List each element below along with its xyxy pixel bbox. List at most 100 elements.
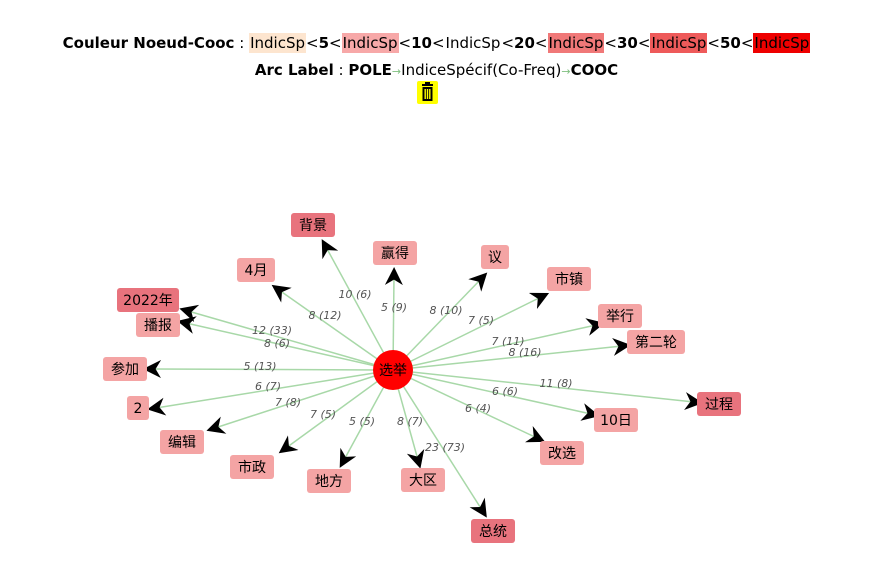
node-label: 参加 — [111, 361, 139, 378]
edge-beijing — [321, 239, 394, 371]
node-shizheng[interactable]: 市政 — [230, 455, 274, 479]
node-juxing[interactable]: 举行 — [598, 304, 642, 328]
edge-label-juxing: 7 (11) — [491, 335, 524, 348]
node-two[interactable]: 2 — [127, 396, 149, 420]
node-box — [291, 213, 335, 237]
legend-threshold: 30 — [617, 34, 638, 52]
edge-label-two: 6 (7) — [255, 380, 281, 393]
node-color-legend: Couleur Noeud-Cooc : IndicSp<5<IndicSp<1… — [0, 33, 873, 53]
center-node[interactable]: 选举 — [373, 350, 413, 390]
edge-label-y2022: 12 (33) — [252, 324, 292, 337]
node-box — [598, 304, 642, 328]
node-y2022[interactable]: 2022年 — [117, 288, 179, 312]
edge-label-gaixuan: 6 (4) — [465, 402, 491, 415]
legend-operator: < — [604, 34, 617, 52]
legend-operator: < — [306, 34, 319, 52]
edge-label-yingde: 5 (9) — [381, 301, 407, 314]
arc-label-title: Arc Label — [254, 61, 334, 79]
node-beijing[interactable]: 背景 — [291, 213, 335, 237]
node-yi[interactable]: 议 — [481, 245, 509, 269]
node-box — [136, 313, 180, 337]
node-dierlun[interactable]: 第二轮 — [627, 330, 685, 354]
legend-swatch: IndicSp — [650, 33, 708, 53]
node-label: 市政 — [238, 459, 266, 476]
edge-gaixuan — [392, 369, 546, 443]
legend-separator: : — [239, 34, 245, 52]
node-gaixuan[interactable]: 改选 — [540, 441, 584, 465]
node-shiri[interactable]: 10日 — [594, 408, 638, 432]
node-box — [230, 455, 274, 479]
legend-operator: < — [329, 34, 342, 52]
arc-label-arrow-2: → — [561, 65, 571, 78]
edge-guocheng — [392, 369, 703, 410]
node-bianji[interactable]: 编辑 — [160, 430, 204, 454]
legend-swatch: IndicSp — [444, 33, 502, 53]
legend-threshold: 10 — [411, 34, 432, 52]
node-box — [540, 441, 584, 465]
node-difang[interactable]: 地方 — [307, 469, 351, 493]
legend-operator: < — [534, 34, 548, 52]
edge-bianji — [206, 369, 394, 434]
edge-label-daqu: 8 (7) — [397, 415, 423, 428]
node-guocheng[interactable]: 过程 — [697, 392, 741, 416]
node-box — [103, 357, 147, 381]
node-daqu[interactable]: 大区 — [401, 468, 445, 492]
edge-label-difang: 5 (5) — [349, 415, 375, 428]
node-label: 第二轮 — [635, 334, 677, 351]
edge-shiri — [392, 369, 600, 421]
node-box — [237, 258, 275, 282]
arc-label-middle: IndiceSpécif(Co-Freq) — [401, 61, 562, 79]
edge-juxing — [392, 318, 605, 371]
legend-operator: < — [637, 34, 651, 52]
node-box — [373, 241, 417, 265]
edge-label-beijing: 10 (6) — [338, 288, 371, 301]
node-label: 2022年 — [123, 293, 173, 309]
legend-operator: < — [707, 34, 720, 52]
edge-shizhen — [392, 292, 550, 371]
trash-icon[interactable] — [417, 81, 438, 104]
legend-swatch: IndicSp — [753, 33, 811, 53]
arc-label-separator: : — [338, 61, 344, 79]
node-siyue[interactable]: 4月 — [237, 258, 275, 282]
legend-swatch: IndicSp — [341, 33, 399, 53]
node-label: 赢得 — [381, 245, 409, 262]
node-bobao[interactable]: 播报 — [136, 313, 180, 337]
node-canjia[interactable]: 参加 — [103, 357, 147, 381]
node-label: 大区 — [409, 473, 437, 489]
node-label: 举行 — [606, 309, 634, 325]
node-box — [697, 392, 741, 416]
node-box — [547, 267, 591, 291]
node-box — [481, 245, 509, 269]
edge-yi — [392, 272, 488, 371]
node-label: 10日 — [600, 413, 632, 429]
center-node-label: 选举 — [379, 363, 407, 379]
node-shizhen[interactable]: 市镇 — [547, 267, 591, 291]
edge-shizheng — [278, 369, 394, 454]
legend-scale: IndicSp<5<IndicSp<10<IndicSp<20<IndicSp<… — [249, 33, 811, 53]
edge-zongtong — [392, 369, 487, 518]
edge-label-bobao: 8 (6) — [264, 337, 290, 350]
node-label: 改选 — [548, 446, 576, 462]
node-yingde[interactable]: 赢得 — [373, 241, 417, 265]
node-label: 编辑 — [168, 435, 196, 451]
node-box — [160, 430, 204, 454]
node-label: 过程 — [705, 397, 733, 413]
arc-label-legend: Arc Label : POLE→IndiceSpécif(Co-Freq)→C… — [0, 60, 873, 82]
legend-title: Couleur Noeud-Cooc — [62, 34, 235, 52]
edge-label-shiri: 6 (6) — [492, 385, 518, 398]
node-box — [471, 519, 515, 543]
node-label: 4月 — [245, 263, 268, 279]
legend-threshold: 20 — [514, 34, 535, 52]
node-label: 总统 — [479, 524, 507, 540]
edge-label-guocheng: 11 (8) — [539, 377, 572, 390]
edge-label-canjia: 5 (13) — [243, 360, 276, 373]
legend-operator: < — [740, 34, 754, 52]
edge-label-shizheng: 7 (5) — [310, 408, 336, 421]
edge-label-zongtong: 23 (73) — [425, 441, 465, 454]
arc-label-cooc: COOC — [570, 61, 619, 79]
node-zongtong[interactable]: 总统 — [471, 519, 515, 543]
center-node-circle — [373, 350, 413, 390]
node-box — [117, 288, 179, 312]
node-box — [127, 396, 149, 420]
